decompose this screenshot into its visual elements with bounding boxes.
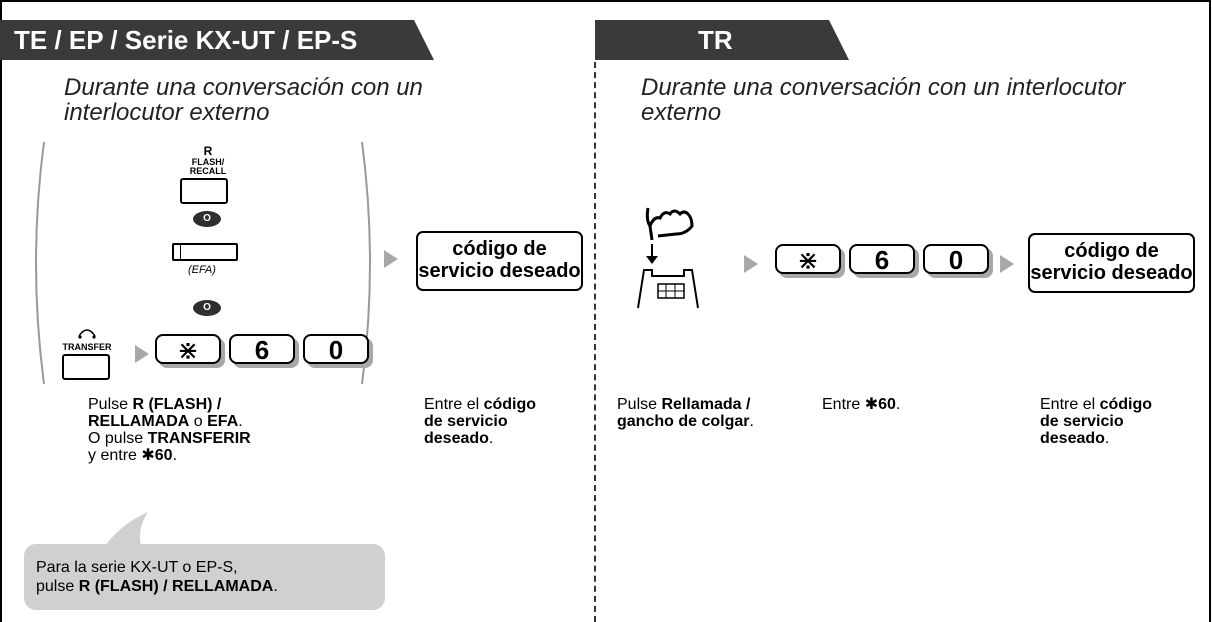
- or-oval-2-text: O: [203, 302, 211, 313]
- left-key-6-label: 6: [229, 334, 295, 364]
- column-divider: [594, 62, 596, 622]
- or-oval-1-text: O: [203, 213, 211, 224]
- transfer-label: TRANSFER: [62, 342, 112, 352]
- right-key-star[interactable]: ⋇: [775, 244, 845, 278]
- callout-line2: pulse R (FLASH) / RELLAMADA.: [36, 578, 278, 595]
- right-step2-text: Entre ✱60.: [822, 396, 901, 413]
- arrow-right-service: [1000, 255, 1014, 273]
- flash-recall-key[interactable]: [180, 178, 228, 204]
- frame-left-border: [0, 0, 2, 622]
- right-service-code-line2: servicio deseado: [1030, 262, 1193, 284]
- callout-line1: Para la serie KX-UT o EP-S,: [36, 559, 238, 576]
- transfer-key[interactable]: [62, 354, 110, 380]
- right-key-star-label: ⋇: [775, 244, 841, 274]
- left-context-line1: Durante una conversación con un: [64, 74, 423, 101]
- flash-label-line3: RECALL: [189, 166, 227, 176]
- right-step1-text: Pulse Rellamada / gancho de colgar.: [617, 396, 754, 430]
- hookswitch-icon[interactable]: [636, 204, 728, 314]
- callout-note: Para la serie KX-UT o EP-S, pulse R (FLA…: [24, 544, 385, 610]
- flash-label-line2: FLASH/: [191, 157, 225, 167]
- left-key-star[interactable]: ⋇: [155, 334, 225, 368]
- left-step2-text: Entre el código de servicio deseado.: [424, 396, 537, 447]
- flash-label-r: R: [203, 144, 213, 158]
- left-key-6[interactable]: 6: [229, 334, 299, 368]
- left-service-code-line1: código de: [452, 238, 547, 260]
- left-step1-text: Pulse R (FLASH) / RELLAMADA o EFA. O pul…: [88, 396, 251, 464]
- left-context-line2: interlocutor externo: [64, 99, 270, 126]
- arrow-left-service: [384, 250, 398, 268]
- transfer-icon: [78, 329, 96, 339]
- header-right-title: TR: [595, 20, 849, 60]
- left-key-0-label: 0: [303, 334, 369, 364]
- frame-top-border: [0, 0, 1211, 2]
- left-key-star-label: ⋇: [155, 334, 221, 364]
- right-key-6-label: 6: [849, 244, 915, 274]
- right-context-line2: externo: [641, 99, 722, 126]
- right-step3-text: Entre el código de servicio deseado.: [1040, 396, 1153, 447]
- efa-key[interactable]: [172, 243, 238, 261]
- arrow-left-keys: [135, 345, 149, 363]
- left-service-code-box: código de servicio deseado: [416, 231, 583, 291]
- efa-key-divider: [180, 245, 181, 259]
- callout-tail: [102, 512, 148, 550]
- left-key-0[interactable]: 0: [303, 334, 373, 368]
- right-service-code-line1: código de: [1064, 240, 1159, 262]
- arrow-right-keys: [744, 255, 758, 273]
- or-oval-2: O: [193, 300, 221, 316]
- right-service-code-box: código de servicio deseado: [1028, 233, 1195, 293]
- right-key-0[interactable]: 0: [923, 244, 993, 278]
- header-left-title: TE / EP / Serie KX-UT / EP-S: [0, 20, 434, 60]
- right-key-6[interactable]: 6: [849, 244, 919, 278]
- right-key-0-label: 0: [923, 244, 989, 274]
- efa-label: (EFA): [188, 264, 216, 276]
- left-service-code-line2: servicio deseado: [418, 260, 581, 282]
- right-context-line1: Durante una conversación con un interloc…: [641, 74, 1126, 101]
- frame-right-border: [1209, 0, 1211, 622]
- or-oval-1: O: [193, 211, 221, 227]
